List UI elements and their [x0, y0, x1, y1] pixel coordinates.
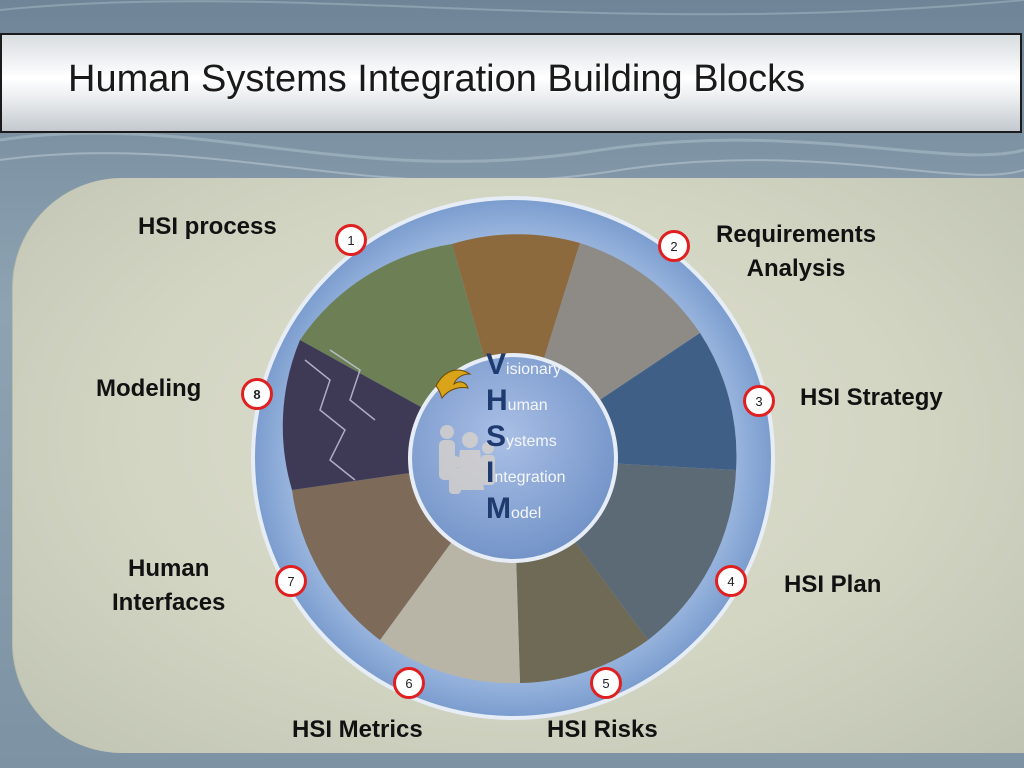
- label-modeling: Modeling: [96, 375, 202, 402]
- pegasus-logo-icon: [435, 369, 472, 400]
- block-number-2: 2: [658, 230, 690, 262]
- block-number-6: 6: [393, 667, 425, 699]
- label-hsi-metrics: HSI Metrics: [292, 716, 423, 743]
- label-hsi-strategy: HSI Strategy: [800, 384, 943, 411]
- block-number-1: 1: [335, 224, 367, 256]
- block-number-3: 3: [743, 385, 775, 417]
- page-title: Human Systems Integration Building Block…: [68, 58, 806, 100]
- block-number-5: 5: [590, 667, 622, 699]
- block-number-7: 7: [275, 565, 307, 597]
- acronym-line-human: Human: [486, 384, 548, 417]
- acronym-line-model: Model: [486, 492, 542, 525]
- label-hsi-process: HSI process: [138, 213, 277, 240]
- label-hsi-risks: HSI Risks: [547, 716, 658, 743]
- segment-photo-windmills: [452, 234, 580, 458]
- center-acronym: Visionary Human Systems Integration Mode…: [486, 348, 616, 528]
- block-number-4: 4: [715, 565, 747, 597]
- label-requirements-analysis: Requirements Analysis: [716, 221, 877, 282]
- label-hsi-plan: HSI Plan: [784, 571, 882, 598]
- acronym-line-systems: Systems: [486, 420, 557, 453]
- center-disc: [408, 353, 618, 563]
- label-human-interfaces: Human Interfaces: [112, 555, 226, 616]
- acronym-line-visionary: Visionary: [486, 348, 562, 381]
- block-number-8: 8: [241, 378, 273, 410]
- people-icon: [439, 425, 495, 494]
- title-bar: [0, 33, 1022, 133]
- acronym-line-integration: Integration: [486, 456, 566, 489]
